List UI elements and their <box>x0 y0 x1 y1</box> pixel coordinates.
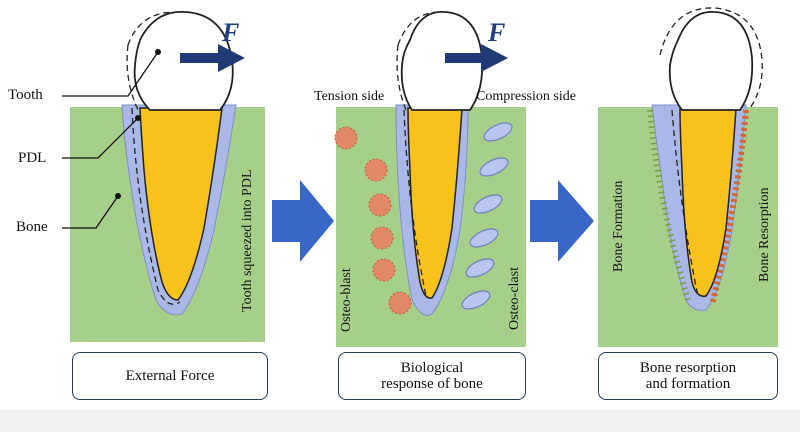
crown-outline-dashed-2 <box>396 11 441 111</box>
osteoblast-cell <box>334 126 358 150</box>
flow-arrow-1 <box>272 180 334 262</box>
osteoblast-cell <box>368 193 392 217</box>
root-pulp-2 <box>407 107 463 299</box>
tension-side-label: Tension side <box>314 89 385 104</box>
osteoblast-cell <box>372 258 396 282</box>
crown-outline-dashed-1 <box>126 11 176 111</box>
pdl-leader-line <box>62 117 139 159</box>
external-force-box: External Force <box>72 352 268 400</box>
force-arrow-1 <box>180 44 245 72</box>
root-outline-dashed-2 <box>403 109 427 297</box>
root-pulp-1 <box>139 107 223 301</box>
pdl-label: PDL <box>18 150 47 166</box>
biological-response-line1: Biological <box>400 359 464 376</box>
crown-2 <box>400 11 484 111</box>
tooth-label: Tooth <box>8 87 43 103</box>
tooth-leader-line <box>62 51 159 97</box>
osteo-clast-label: Osteo-clast <box>507 267 522 330</box>
biological-response-line2: response of bone <box>381 376 483 392</box>
bone-leader-line <box>62 195 119 229</box>
osteoclast-cell <box>461 290 491 310</box>
root-outline-dashed-1 <box>131 107 181 305</box>
bone-formation-label: Bone Formation <box>611 180 626 272</box>
formation-hatch <box>647 109 691 301</box>
bone-resorption-formation-box: Bone resorption and formation <box>598 352 778 400</box>
osteoclast-cells <box>461 122 513 310</box>
root-outline-dashed-3 <box>671 109 699 297</box>
external-force-text: External Force <box>125 367 215 384</box>
force-label-1: F <box>222 18 240 47</box>
osteo-blast-label: Osteo-blast <box>339 268 354 332</box>
osteoblast-cells <box>334 126 412 315</box>
compression-side-label: Compression side <box>476 89 576 104</box>
osteoblast-cell <box>388 291 412 315</box>
osteoclast-cell <box>479 157 509 177</box>
bone-resorption-formation-line2: and formation <box>645 376 731 392</box>
osteoclast-cell <box>473 194 503 214</box>
force-label-2: F <box>488 18 506 47</box>
flow-arrow-2 <box>530 180 594 262</box>
force-arrow-2 <box>445 44 508 72</box>
bone-leader-dot <box>115 193 121 199</box>
pdl-leader-dot <box>135 115 141 121</box>
osteoblast-cell <box>364 158 388 182</box>
osteoclast-cell <box>465 258 495 278</box>
root-pulp-3 <box>679 107 737 297</box>
osteoblast-cell <box>370 226 394 250</box>
bottom-strip <box>0 410 800 432</box>
biological-response-box: Biological response of bone <box>338 352 526 400</box>
osteoclast-cell <box>483 122 513 142</box>
bone-resorption-formation-line1: Bone resorption <box>639 359 737 376</box>
tooth-leader-dot <box>155 49 161 55</box>
osteoclast-cell <box>469 228 499 248</box>
bone-label: Bone <box>16 219 48 235</box>
crown-3 <box>668 11 754 111</box>
tooth-squeezed-label: Tooth squeezed into PDL <box>240 169 255 313</box>
bone-resorption-label: Bone Resorption <box>757 187 772 283</box>
